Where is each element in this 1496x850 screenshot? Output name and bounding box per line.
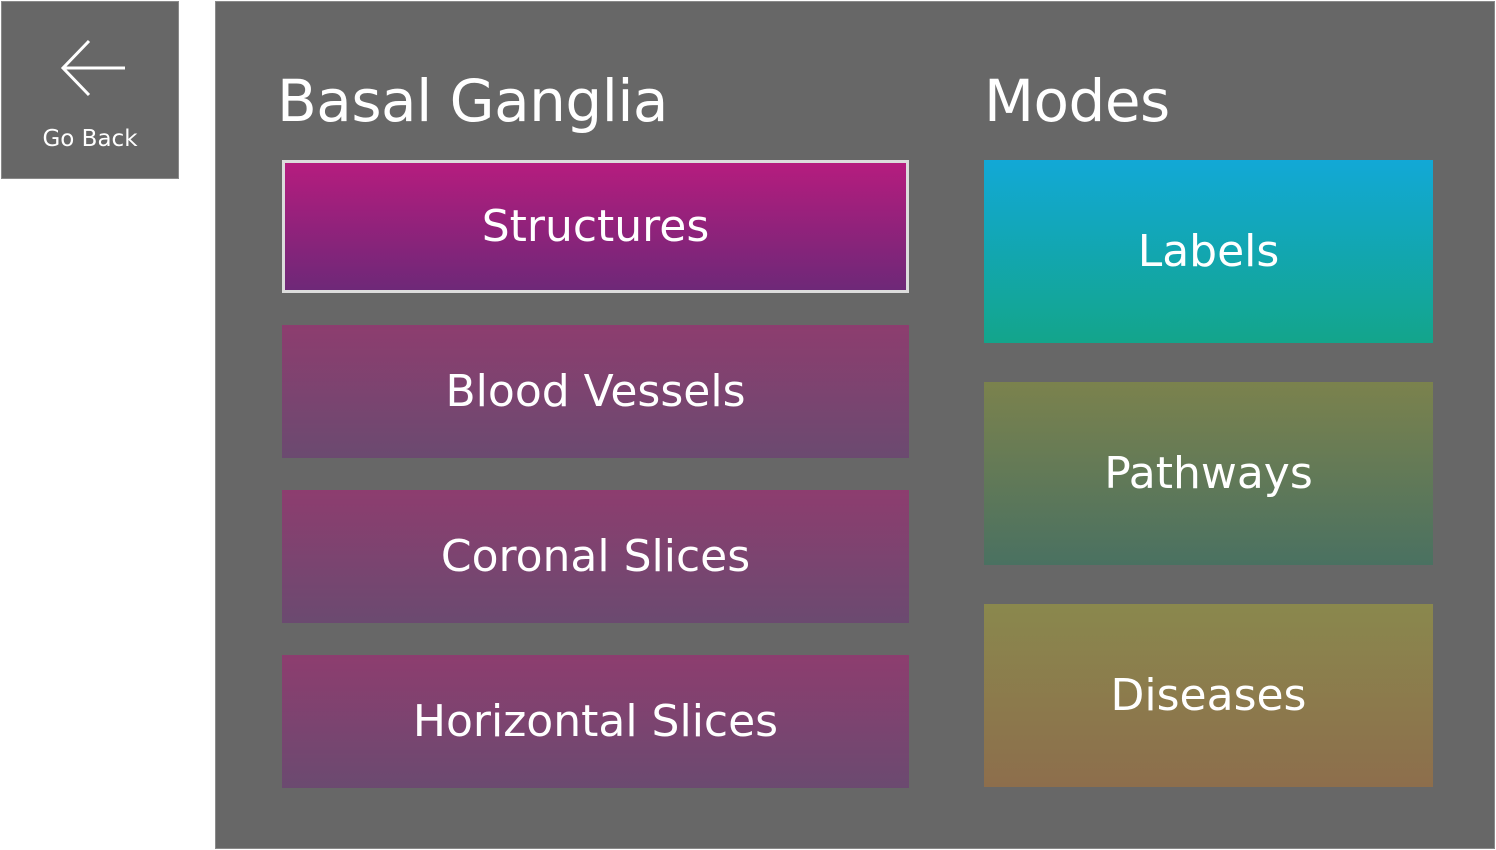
section-title: Basal Ganglia bbox=[277, 67, 668, 135]
coronal-slices-button[interactable]: Coronal Slices bbox=[282, 490, 909, 623]
diseases-mode-button[interactable]: Diseases bbox=[984, 604, 1433, 787]
structures-button[interactable]: Structures bbox=[282, 160, 909, 293]
pathways-mode-button[interactable]: Pathways bbox=[984, 382, 1433, 565]
go-back-label: Go Back bbox=[42, 126, 138, 152]
arrow-left-icon bbox=[60, 39, 125, 97]
blood-vessels-button[interactable]: Blood Vessels bbox=[282, 325, 909, 458]
modes-title: Modes bbox=[984, 67, 1170, 135]
horizontal-slices-button[interactable]: Horizontal Slices bbox=[282, 655, 909, 788]
go-back-button[interactable]: Go Back bbox=[1, 1, 179, 179]
main-panel: Basal Ganglia Modes Structures Blood Ves… bbox=[215, 1, 1495, 849]
labels-mode-button[interactable]: Labels bbox=[984, 160, 1433, 343]
